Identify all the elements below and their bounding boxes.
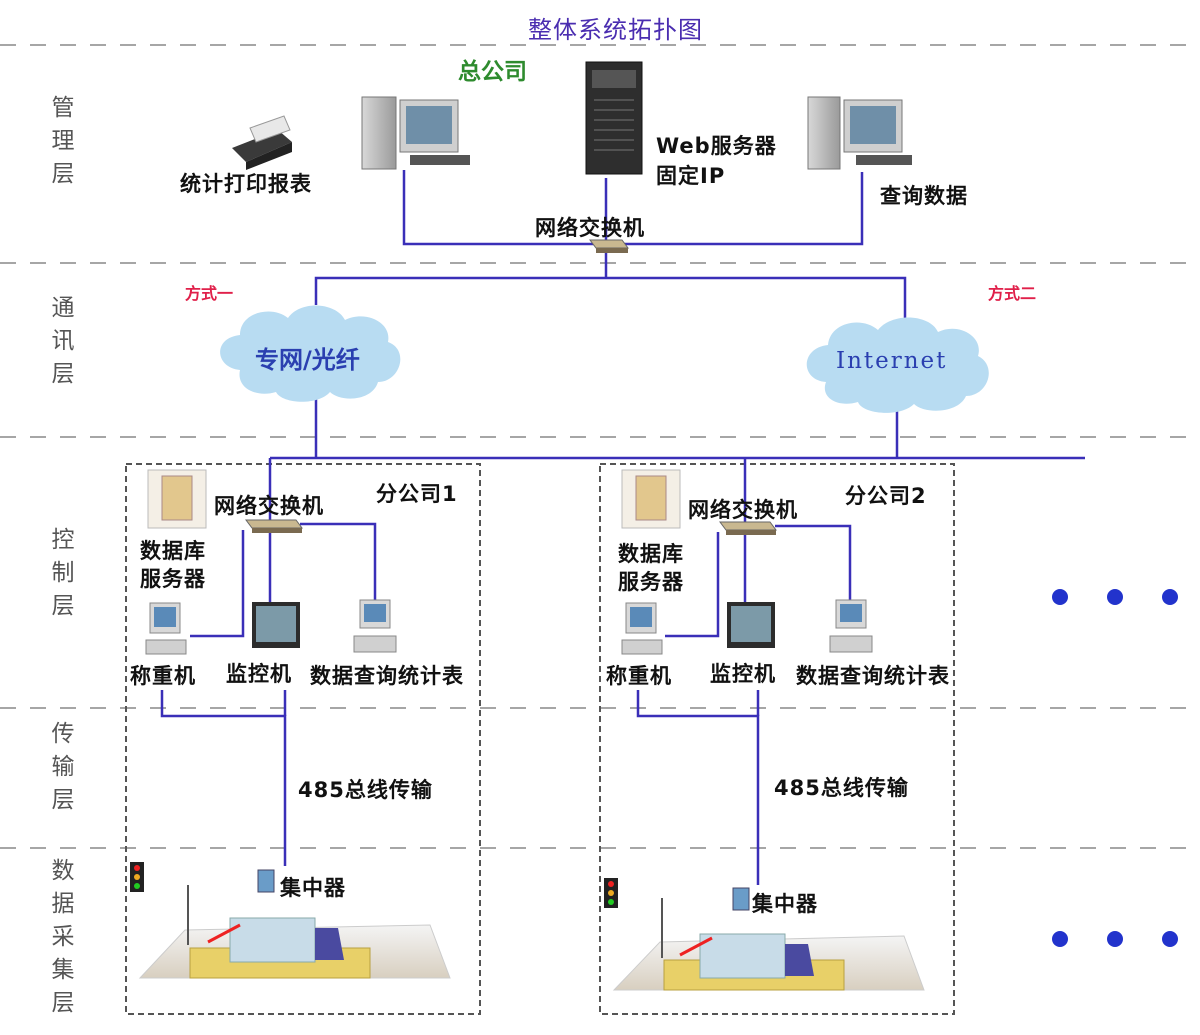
- branch-devices: [145, 469, 873, 655]
- network-links: [160, 170, 1085, 885]
- fixed-ip-label: 固定IP: [656, 164, 726, 188]
- branch-1-concentrator-label: 集中器: [280, 876, 346, 900]
- hq-switch-label: 网络交换机: [535, 216, 645, 240]
- branch-1-name: 分公司1: [376, 482, 458, 506]
- branch-2-weigh-label: 称重机: [606, 664, 672, 688]
- private-net-label: 专网/光纤: [255, 346, 360, 374]
- print-report-label: 统计打印报表: [180, 172, 312, 196]
- layer-data-collection-label: 数 据 采 集 层: [51, 858, 75, 1016]
- hq-switch-device: [589, 239, 629, 253]
- pc-right-device: [807, 96, 912, 170]
- branch-1-bus-label: 485总线传输: [298, 778, 433, 802]
- weighbridge-scene-2: [604, 878, 925, 991]
- web-server-device: [585, 61, 643, 175]
- branch-2-name: 分公司2: [845, 484, 927, 508]
- printer-device: [232, 115, 292, 170]
- ellipsis-dot: [1052, 589, 1068, 605]
- method-one-label: 方式一: [185, 284, 234, 303]
- ellipsis-dot: [1162, 589, 1178, 605]
- branch-2-db-label-2: 服务器: [618, 570, 684, 594]
- branch-2-bus-label: 485总线传输: [774, 776, 909, 800]
- branch-2-concentrator-label: 集中器: [752, 892, 818, 916]
- layer-transmission-label: 传 输 层: [51, 721, 75, 813]
- layer-management-label: 管 理 层: [51, 95, 75, 187]
- headquarters-label: 总公司: [458, 59, 527, 85]
- ellipsis-dot: [1107, 589, 1123, 605]
- pc-left-device: [361, 96, 470, 170]
- branch-1-weigh-label: 称重机: [130, 664, 196, 688]
- branch-2-box: [599, 463, 955, 1015]
- branch-2-switch-label: 网络交换机: [688, 498, 798, 522]
- internet-cloud: [806, 317, 989, 413]
- private-net-cloud: [220, 305, 401, 402]
- branch-1-db-label-1: 数据库: [140, 539, 206, 563]
- layer-communication-label: 通 讯 层: [51, 295, 75, 387]
- internet-label: Internet: [836, 348, 948, 374]
- branch-2-db-label-1: 数据库: [618, 542, 684, 566]
- branch-1-db-label-2: 服务器: [140, 567, 206, 591]
- branch-1-switch-label: 网络交换机: [214, 494, 324, 518]
- web-server-label: Web服务器: [656, 134, 777, 158]
- weighbridge-scene-1: [130, 862, 451, 979]
- diagram-title: 整体系统拓扑图: [528, 16, 703, 44]
- ellipsis-dot: [1107, 931, 1123, 947]
- branch-2-query-label: 数据查询统计表: [796, 664, 950, 688]
- ellipsis-dot: [1162, 931, 1178, 947]
- query-data-label: 查询数据: [880, 184, 968, 208]
- method-two-label: 方式二: [988, 284, 1037, 303]
- ellipsis-dot: [1052, 931, 1068, 947]
- branch-1-query-label: 数据查询统计表: [310, 664, 464, 688]
- branch-1-box: [125, 463, 481, 1015]
- branch-1-monitor-label: 监控机: [226, 662, 292, 686]
- branch-2-monitor-label: 监控机: [710, 662, 776, 686]
- layer-control-label: 控 制 层: [51, 527, 75, 619]
